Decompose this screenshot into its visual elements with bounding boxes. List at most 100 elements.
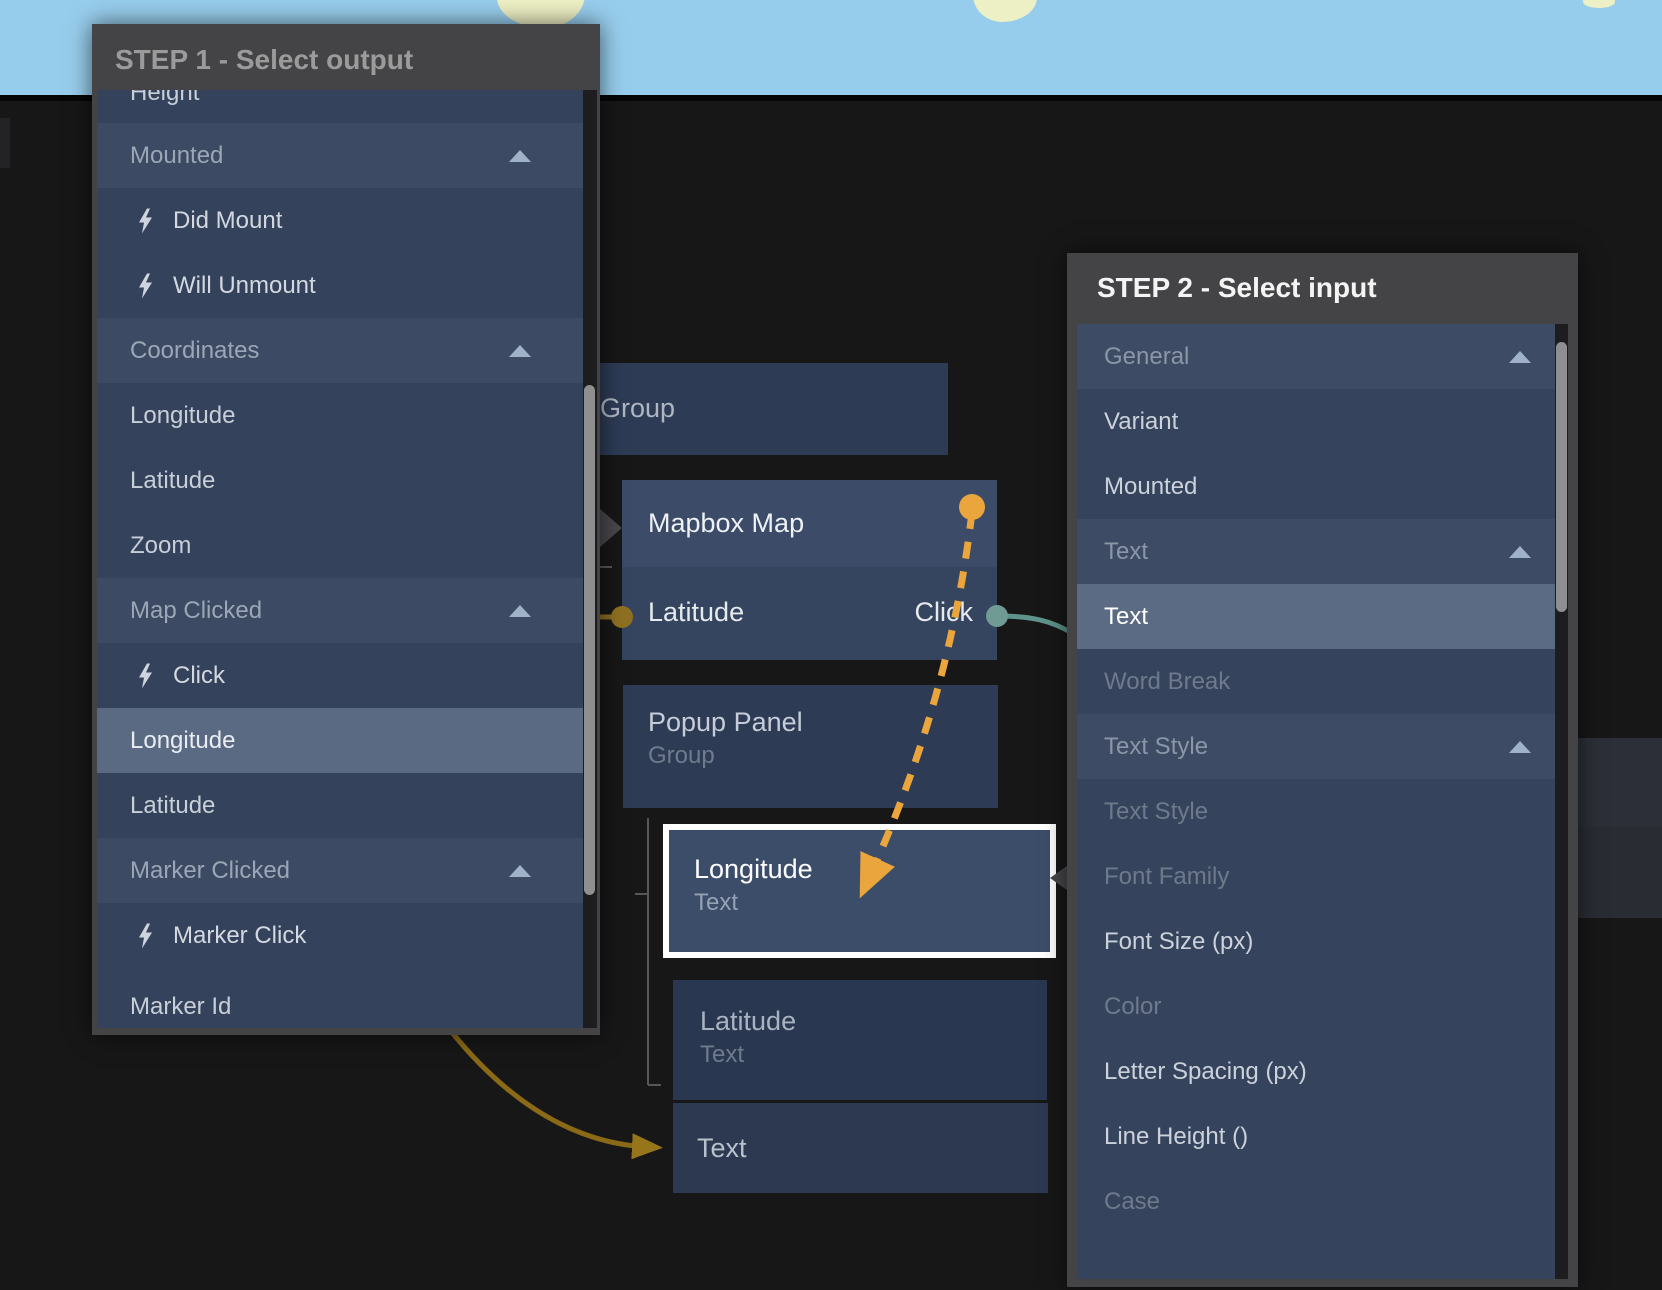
collapse-arrow-icon: [509, 344, 531, 357]
left-edge-panel-fragment: [0, 118, 10, 168]
collapse-arrow-icon: [509, 149, 531, 162]
node-group[interactable]: Group: [560, 363, 948, 455]
menu-item-label: Height: [130, 90, 200, 106]
menu-item-label: Click: [173, 661, 225, 689]
menu-item-label: Case: [1104, 1187, 1161, 1215]
map-land-shape: [973, 0, 1037, 22]
port-latitude[interactable]: Latitude: [648, 597, 745, 627]
collapse-arrow-icon: [1509, 350, 1531, 363]
step2-scrollbar-track[interactable]: [1555, 324, 1568, 1279]
map-land-shape: [1583, 0, 1615, 8]
menu-item-text[interactable]: Text: [1077, 584, 1555, 649]
node-title: Text: [697, 1133, 747, 1163]
menu-item-will-unmount[interactable]: Will Unmount: [97, 253, 583, 318]
node-longitude-selected[interactable]: Longitude Text: [663, 824, 1056, 958]
menu-item-label: Longitude: [130, 726, 236, 754]
lightning-event-icon: [139, 273, 152, 298]
connection-arrow-into-mapbox: [600, 509, 622, 547]
menu-item-label: Will Unmount: [173, 271, 316, 299]
menu-item-label: Line Height (): [1104, 1122, 1249, 1150]
click-wire: [996, 613, 1077, 638]
menu-item-coordinates[interactable]: Coordinates: [97, 318, 583, 383]
step1-scrollbar-thumb[interactable]: [584, 385, 595, 895]
collapse-arrow-icon: [509, 604, 531, 617]
step1-scrollbar-track[interactable]: [583, 90, 597, 1028]
menu-item-font-family: Font Family: [1077, 844, 1555, 909]
menu-item-marker-clicked[interactable]: Marker Clicked: [97, 838, 583, 903]
step2-scrollbar-thumb[interactable]: [1556, 342, 1567, 612]
node-latitude[interactable]: Latitude Text: [673, 980, 1047, 1100]
menu-item-longitude[interactable]: Longitude: [97, 383, 583, 448]
menu-item-label: Longitude: [130, 401, 236, 429]
menu-item-latitude[interactable]: Latitude: [97, 448, 583, 513]
collapse-arrow-icon: [509, 864, 531, 877]
node-title: Mapbox Map: [648, 508, 805, 538]
menu-item-label: Variant: [1104, 407, 1179, 435]
menu-item-label: Text Style: [1104, 732, 1209, 760]
menu-item-label: Letter Spacing (px): [1104, 1057, 1307, 1085]
menu-item-line-height[interactable]: Line Height (): [1077, 1104, 1555, 1169]
menu-item-label: Mounted: [130, 141, 224, 169]
menu-item-label: Marker Clicked: [130, 856, 291, 884]
right-edge-node-fragment: [1577, 827, 1662, 918]
menu-item-label: Text: [1104, 537, 1149, 565]
menu-item-longitude[interactable]: Longitude: [97, 708, 583, 773]
node-text[interactable]: Text: [673, 1103, 1048, 1193]
right-edge-node-fragment: [1577, 738, 1662, 827]
menu-item-label: Latitude: [130, 791, 216, 819]
lightning-event-icon: [139, 923, 152, 948]
menu-item-label: Word Break: [1104, 667, 1231, 695]
menu-item-label: Did Mount: [173, 206, 283, 234]
menu-item-case: Case: [1077, 1169, 1555, 1234]
collapse-arrow-icon: [1509, 740, 1531, 753]
menu-item-label: Font Size (px): [1104, 927, 1254, 955]
menu-item-label: Zoom: [130, 531, 192, 559]
menu-item-zoom[interactable]: Zoom: [97, 513, 583, 578]
tree-line: [635, 818, 661, 1086]
node-title: Latitude: [700, 1006, 797, 1036]
node-popup-panel[interactable]: Popup Panel Group: [623, 685, 998, 808]
lightning-event-icon: [139, 663, 152, 688]
menu-item-height[interactable]: Height: [97, 90, 583, 123]
node-header: Mapbox Map: [622, 480, 997, 567]
menu-item-label: Mounted: [1104, 472, 1198, 500]
menu-item-label: Coordinates: [130, 336, 260, 364]
menu-item-label: Marker Click: [173, 921, 307, 949]
menu-item-mounted[interactable]: Mounted: [97, 123, 583, 188]
menu-item-font-size-px[interactable]: Font Size (px): [1077, 909, 1555, 974]
menu-item-did-mount[interactable]: Did Mount: [97, 188, 583, 253]
step1-panel-title: STEP 1 - Select output: [115, 44, 414, 75]
menu-item-label: Color: [1104, 992, 1162, 1020]
menu-item-label: Text Style: [1104, 797, 1209, 825]
menu-item-click[interactable]: Click: [97, 643, 583, 708]
menu-item-label: General: [1104, 342, 1190, 370]
menu-item-variant[interactable]: Variant: [1077, 389, 1555, 454]
step2-panel-title: STEP 2 - Select input: [1097, 272, 1377, 303]
node-subtitle: Text: [694, 889, 739, 916]
lightning-event-icon: [139, 208, 152, 233]
node-subtitle: Text: [700, 1041, 745, 1068]
menu-item-letter-spacing-px[interactable]: Letter Spacing (px): [1077, 1039, 1555, 1104]
menu-item-label: Font Family: [1104, 862, 1230, 890]
port-click[interactable]: Click: [914, 597, 974, 627]
menu-item-label: Marker Id: [130, 993, 232, 1020]
menu-item-mounted[interactable]: Mounted: [1077, 454, 1555, 519]
menu-item-marker-click[interactable]: Marker Click: [97, 903, 583, 968]
menu-item-color: Color: [1077, 974, 1555, 1039]
menu-item-text-style: Text Style: [1077, 779, 1555, 844]
menu-item-word-break: Word Break: [1077, 649, 1555, 714]
menu-item-text[interactable]: Text: [1077, 519, 1555, 584]
menu-item-label: Text: [1104, 602, 1149, 630]
node-mapbox-map[interactable]: Mapbox Map Latitude Click: [622, 480, 997, 660]
menu-item-general[interactable]: General: [1077, 324, 1555, 389]
menu-item-marker-id[interactable]: Marker Id: [97, 968, 583, 1028]
menu-item-latitude[interactable]: Latitude: [97, 773, 583, 838]
menu-item-text-style[interactable]: Text Style: [1077, 714, 1555, 779]
menu-item-map-clicked[interactable]: Map Clicked: [97, 578, 583, 643]
gold-connection-wire: [448, 1028, 663, 1160]
